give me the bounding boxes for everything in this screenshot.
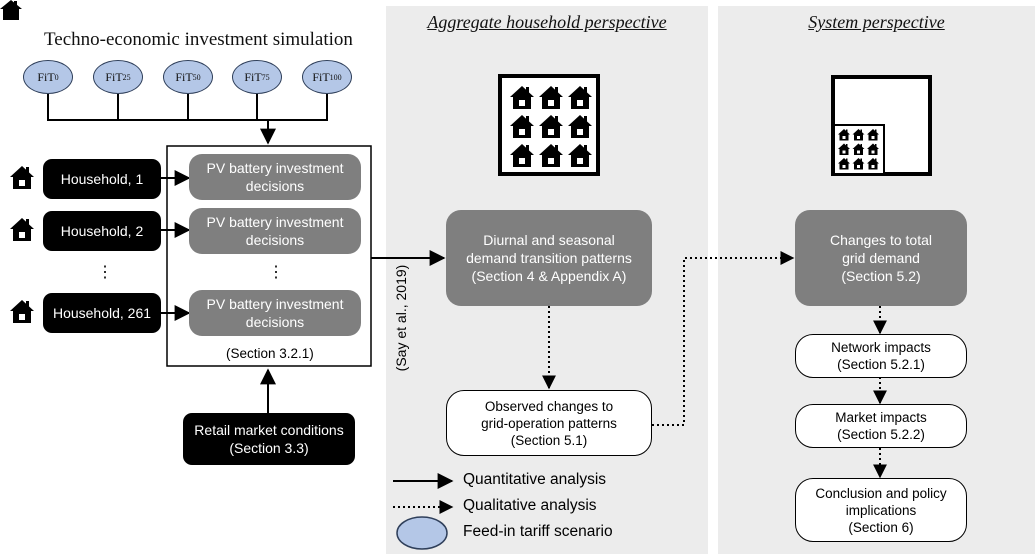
house-icon	[852, 158, 865, 170]
house-icon	[852, 129, 865, 141]
grid-demand-box: Changes to total grid demand (Section 5.…	[795, 210, 967, 306]
house-icon	[852, 143, 865, 155]
house-icon	[510, 144, 534, 167]
house-icon	[568, 144, 592, 167]
household-261-box: Household, 261	[43, 293, 161, 333]
fit-bus-lines	[47, 94, 328, 121]
house-icon	[838, 158, 850, 170]
house-icon	[867, 129, 879, 141]
house-icon	[539, 144, 563, 167]
legend-qualitative-label: Qualitative analysis	[463, 497, 597, 514]
house-icon	[867, 158, 879, 170]
house-icon	[838, 129, 850, 141]
demand-transition-box: Diurnal and seasonal demand transition p…	[446, 210, 652, 306]
pv-decision-261: PV battery investment decisions	[189, 290, 361, 336]
legend-fit-label: Feed-in tariff scenario	[463, 523, 613, 540]
house-icon	[510, 115, 534, 138]
house-icon	[510, 86, 534, 109]
retail-market-box: Retail market conditions (Section 3.3)	[183, 413, 355, 465]
house-icon	[539, 115, 563, 138]
observed-to-grid-arrow	[652, 251, 795, 426]
legend-fit-ellipse	[396, 516, 448, 550]
citation-label: (Say et al., 2019)	[393, 264, 409, 372]
observed-changes-box: Observed changes to grid-operation patte…	[446, 390, 652, 456]
house-icon	[867, 143, 879, 155]
household-ellipsis: ⋮	[97, 264, 113, 281]
house-icon	[838, 143, 850, 155]
house-icon	[568, 86, 592, 109]
house-icon	[539, 86, 563, 109]
left-title: Techno-economic investment simulation	[44, 29, 353, 50]
pv-decision-2: PV battery investment decisions	[189, 208, 361, 254]
network-impacts-box: Network impacts (Section 5.2.1)	[795, 334, 967, 378]
pv-decision-1: PV battery investment decisions	[189, 154, 361, 200]
conclusion-box: Conclusion and policy implications (Sect…	[795, 478, 967, 542]
legend-quantitative-label: Quantitative analysis	[463, 471, 607, 488]
household-1-box: Household, 1	[43, 159, 161, 199]
market-impacts-box: Market impacts (Section 5.2.2)	[795, 404, 967, 448]
aggregate-title: Aggregate household perspective	[427, 12, 667, 32]
sim-section-label: (Section 3.2.1)	[226, 346, 314, 361]
house-icon	[568, 115, 592, 138]
pv-ellipsis: ⋮	[268, 264, 284, 281]
household-2-box: Household, 2	[43, 211, 161, 251]
system-title: System perspective	[808, 12, 945, 32]
